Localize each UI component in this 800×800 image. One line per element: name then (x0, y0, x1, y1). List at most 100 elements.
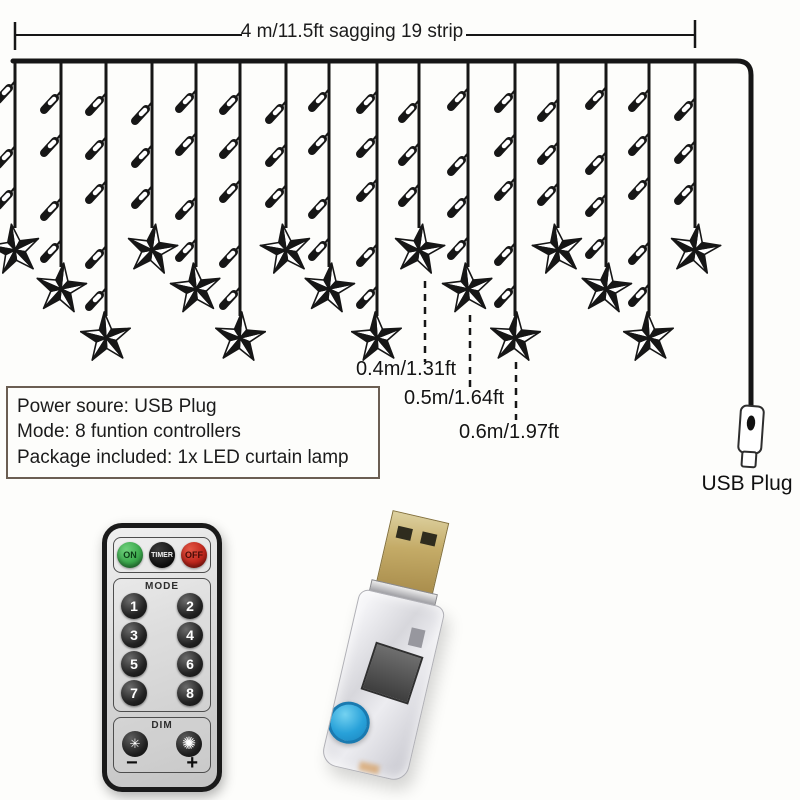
dim-up-dial-icon: ✺ (176, 731, 202, 757)
usb-component (407, 627, 426, 649)
remote-mode-button-5: 5 (121, 651, 147, 677)
usb-wire-tip (358, 761, 380, 775)
spec-line-package: Package included: 1x LED curtain lamp (17, 446, 349, 468)
led-bulb-icon (398, 183, 420, 207)
led-bulb-icon (219, 244, 241, 268)
usb-chip (360, 641, 424, 705)
led-bulb-icon (494, 242, 516, 266)
remote-mode-label: MODE (145, 581, 179, 592)
led-bulb-icon (585, 151, 607, 175)
star-icon (441, 262, 493, 313)
led-bulb-icon (447, 87, 469, 111)
star-icon (581, 262, 633, 313)
led-bulb-icon (674, 140, 696, 164)
remote-mode-button-1: 1 (121, 593, 147, 619)
led-bulb-icon (265, 184, 287, 208)
led-bulb-icon (356, 178, 378, 202)
led-bulb-icon (356, 134, 378, 158)
led-bulb-icon (356, 90, 378, 114)
usb-connector-slot (419, 531, 438, 547)
led-bulb-icon (40, 197, 62, 221)
remote-mode-button-8: 8 (177, 680, 203, 706)
led-bulb-icon (219, 286, 241, 310)
led-bulb-icon (308, 88, 330, 112)
led-bulb-icon (494, 133, 516, 157)
remote-dim-section: DIM ✳ ✺ − + (113, 717, 211, 773)
remote-power-section: ON TIMER OFF (113, 537, 211, 573)
led-bulb-icon (40, 90, 62, 114)
led-bulb-icon (219, 91, 241, 115)
remote-timer-button: TIMER (149, 542, 175, 568)
led-bulb-icon (628, 283, 650, 307)
star-icon (259, 223, 311, 274)
star-icon (36, 262, 88, 313)
star-icon (531, 223, 583, 274)
star-icon (670, 223, 722, 274)
remote-dim-label: DIM (151, 720, 173, 731)
led-bulb-icon (585, 235, 607, 259)
led-bulb-icon (175, 132, 197, 156)
drop-length-label-long: 0.6m/1.97ft (459, 421, 560, 443)
star-icon (490, 311, 542, 361)
led-bulb-icon (308, 131, 330, 155)
led-bulb-icon (85, 92, 107, 116)
dimension-label: 4 m/11.5ft sagging 19 strip (240, 21, 464, 42)
led-bulb-icon (447, 152, 469, 176)
remote-mode-button-4: 4 (177, 622, 203, 648)
drop-length-label-medium: 0.5m/1.64ft (404, 387, 505, 409)
led-bulb-icon (356, 243, 378, 267)
led-bulb-icon (628, 88, 650, 112)
star-icon (0, 223, 40, 274)
led-bulb-icon (494, 89, 516, 113)
remote-mode-button-2: 2 (177, 593, 203, 619)
remote-off-button: OFF (181, 542, 207, 568)
led-bulb-icon (85, 245, 107, 269)
led-bulb-icon (265, 143, 287, 167)
remote-mode-section: MODE 1 2 3 4 5 6 7 8 (113, 578, 211, 712)
usb-body (319, 587, 447, 783)
star-icon (215, 311, 267, 361)
remote-on-button: ON (117, 542, 143, 568)
usb-controller-photo (297, 502, 487, 789)
string-lights-illustration (0, 20, 765, 469)
led-bulb-icon (537, 182, 559, 206)
led-bulb-icon (674, 181, 696, 205)
led-bulb-icon (398, 142, 420, 166)
led-bulb-icon (265, 100, 287, 124)
remote-mode-grid: 1 2 3 4 5 6 7 8 (119, 592, 205, 706)
led-bulb-icon (628, 241, 650, 265)
led-bulb-icon (356, 285, 378, 309)
led-bulb-icon (398, 99, 420, 123)
led-bulb-icon (131, 185, 153, 209)
led-bulb-icon (537, 98, 559, 122)
spec-line-power: Power soure: USB Plug (17, 396, 217, 417)
led-bulb-icon (175, 196, 197, 220)
spec-box: Power soure: USB Plug Mode: 8 funtion co… (6, 386, 380, 479)
led-bulb-icon (219, 179, 241, 203)
led-bulb-icon (628, 132, 650, 156)
led-bulb-icon (308, 237, 330, 261)
led-bulb-icon (308, 195, 330, 219)
led-bulb-icon (674, 97, 696, 121)
led-bulb-icon (447, 194, 469, 218)
led-bulb-icon (494, 177, 516, 201)
dim-down-dial-icon: ✳ (122, 731, 148, 757)
led-bulb-icon (219, 135, 241, 159)
led-bulb-icon (0, 145, 16, 169)
led-bulb-icon (0, 80, 16, 104)
remote-mode-button-3: 3 (121, 622, 147, 648)
led-bulb-icon (494, 284, 516, 308)
remote-mode-button-6: 6 (177, 651, 203, 677)
led-bulb-icon (585, 86, 607, 110)
led-bulb-icon (537, 141, 559, 165)
led-bulb-icon (131, 101, 153, 125)
usb-plug-label: USB Plug (701, 472, 793, 495)
led-bulb-icon (175, 238, 197, 262)
remote-dim-dials: ✳ ✺ (114, 731, 210, 757)
led-bulb-icon (175, 89, 197, 113)
usb-blue-button (323, 697, 374, 748)
star-icon (394, 223, 446, 274)
led-bulb-icon (40, 133, 62, 157)
star-icon (350, 311, 402, 361)
